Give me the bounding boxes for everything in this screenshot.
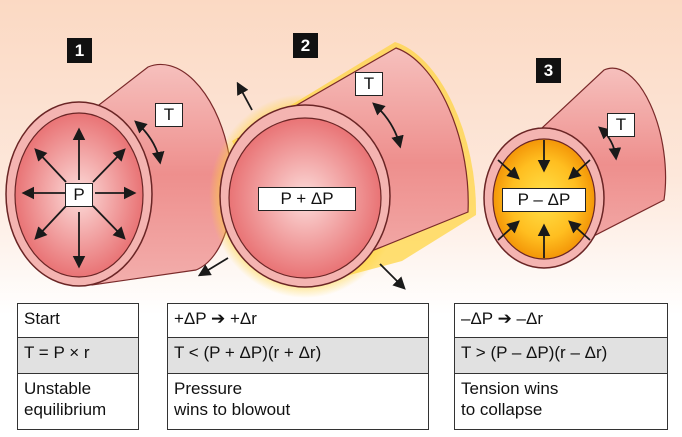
pressure-label-2: P + ΔP [258,187,356,211]
tension-arrow-2 [372,102,404,149]
cylinder-3 [483,67,667,269]
panel-collapse-desc-line1: Tension wins [461,379,559,398]
panel-start-desc-line2: equilibrium [24,400,107,419]
cylinder-2 [197,42,477,298]
collapse-arrows-inward [497,140,591,258]
pressure-arrows-outward [21,127,137,269]
panel-blowout-desc-line1: Pressure [174,379,243,398]
step-number-1: 1 [67,38,92,63]
tension-arrow-1 [134,120,165,165]
step-number-2: 2 [293,33,318,58]
pressure-label-1: P [65,183,93,207]
panel-blowout-desc-line2: wins to blowout [174,400,291,419]
cylinder-1 [5,63,233,287]
tension-label-3: T [607,113,635,137]
panel-blowout: +ΔP ➔ +Δr T < (P + ΔP)(r + Δr) Pressure … [167,303,429,430]
blowout-arrows [197,81,406,290]
panel-start-desc-line1: Unstable [24,379,92,398]
step-number-3: 3 [536,58,561,83]
tension-label-2: T [355,72,383,96]
tension-label-1: T [155,103,183,127]
panel-collapse-formula: T > (P – ΔP)(r – Δr) [455,337,667,374]
panel-start-formula: T = P × r [18,337,138,374]
panel-blowout-title: +ΔP ➔ +Δr [174,309,257,328]
panel-start: Start T = P × r Unstable equilibrium [17,303,139,430]
panel-collapse-desc-line2: to collapse [461,400,543,419]
panel-start-title: Start [24,309,60,328]
panel-collapse: –ΔP ➔ –Δr T > (P – ΔP)(r – Δr) Tension w… [454,303,668,430]
panel-blowout-formula: T < (P + ΔP)(r + Δr) [168,337,428,374]
panel-collapse-title: –ΔP ➔ –Δr [461,309,544,328]
tension-arrow-3 [598,126,622,161]
pressure-label-3: P – ΔP [502,188,586,212]
